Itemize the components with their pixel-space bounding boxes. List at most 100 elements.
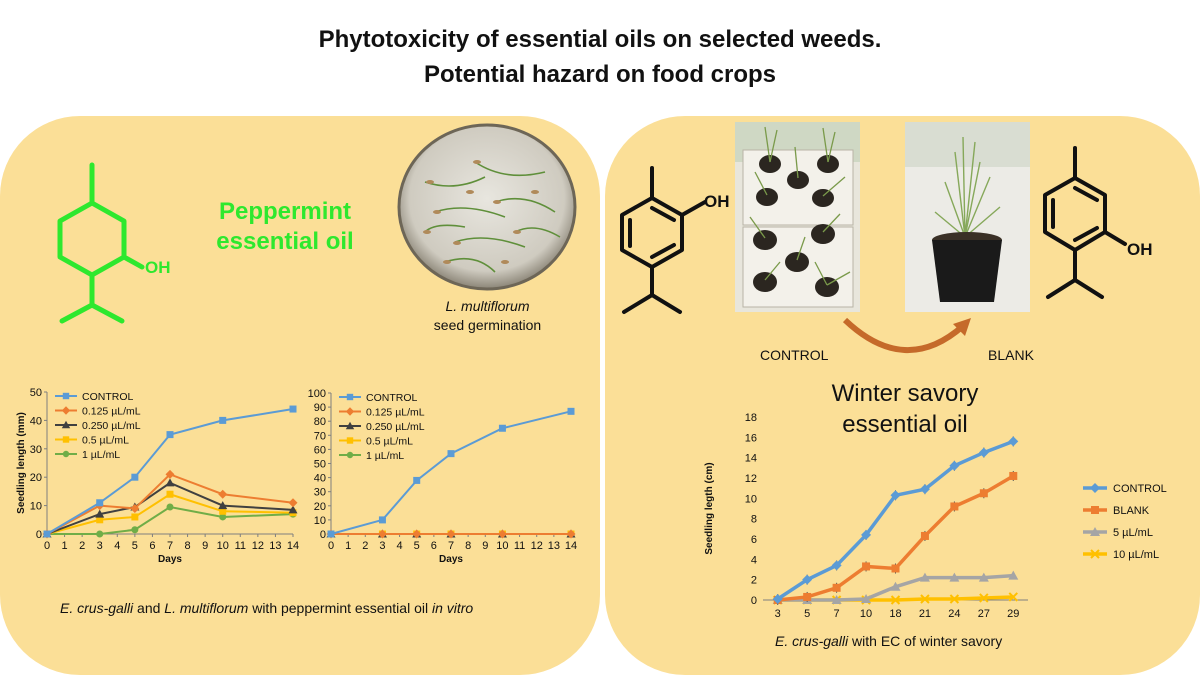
y-tick-label: 60 xyxy=(314,444,326,456)
data-point xyxy=(219,513,227,521)
data-point xyxy=(890,595,901,605)
y-tick-label: 100 xyxy=(308,388,326,400)
x-tick-label: 9 xyxy=(482,540,488,552)
y-tick-label: 10 xyxy=(314,515,326,527)
legend-marker xyxy=(62,392,70,400)
x-tick-label: 8 xyxy=(185,540,191,552)
data-point xyxy=(497,529,507,539)
x-tick-label: 1 xyxy=(62,540,68,552)
data-point xyxy=(378,516,386,524)
x-tick-label: 13 xyxy=(269,540,281,552)
legend-marker xyxy=(345,407,355,416)
x-tick-label: 24 xyxy=(948,608,960,620)
x-tick-label: 1 xyxy=(345,540,351,552)
winter-savory-title-line2: essential oil xyxy=(842,411,968,438)
data-point xyxy=(890,581,901,591)
y-tick-label: 80 xyxy=(314,416,326,428)
data-point xyxy=(498,424,506,432)
legend-marker xyxy=(346,437,354,444)
photo-caption-species: L. multiflorum xyxy=(445,298,530,314)
data-point xyxy=(1008,570,1019,580)
thymol-oh-label: OH xyxy=(1127,240,1153,259)
x-tick-label: 14 xyxy=(287,540,299,552)
data-point xyxy=(920,594,930,604)
y-tick-label: 0 xyxy=(751,595,757,607)
y-tick-label: 50 xyxy=(30,387,42,399)
x-axis-title: Days xyxy=(158,554,182,565)
legend-label: 10 µL/mL xyxy=(1113,549,1159,561)
peppermint-title-line2: essential oil xyxy=(216,228,354,255)
legend-label: 1 µL/mL xyxy=(82,449,120,461)
left-bottom-caption: E. crus-galli and L. multiflorum with pe… xyxy=(60,600,473,616)
x-tick-label: 14 xyxy=(565,540,577,552)
y-tick-label: 10 xyxy=(745,493,757,505)
y-tick-label: 40 xyxy=(314,473,326,485)
curved-arrow xyxy=(842,317,971,354)
y-tick-label: 18 xyxy=(745,412,757,424)
caption-in-vitro: in vitro xyxy=(431,600,474,616)
data-point xyxy=(978,447,989,458)
data-point xyxy=(919,572,930,582)
x-axis-title: Days xyxy=(439,554,463,565)
y-tick-label: 90 xyxy=(314,402,326,414)
x-tick-label: 7 xyxy=(448,540,454,552)
y-tick-label: 30 xyxy=(30,444,42,456)
data-point xyxy=(446,529,456,539)
data-point xyxy=(165,478,175,487)
data-point xyxy=(890,490,901,501)
data-point xyxy=(979,489,988,498)
data-point xyxy=(832,583,841,592)
data-point xyxy=(218,489,228,499)
legend-label: 5 µL/mL xyxy=(1113,527,1153,539)
legend-label: BLANK xyxy=(1113,505,1150,517)
y-tick-label: 70 xyxy=(314,430,326,442)
x-tick-label: 5 xyxy=(804,608,810,620)
data-point xyxy=(96,530,104,538)
legend-label: 0.5 µL/mL xyxy=(82,435,129,447)
x-tick-label: 6 xyxy=(431,540,437,552)
x-tick-label: 13 xyxy=(548,540,560,552)
control-label: CONTROL xyxy=(760,347,829,363)
right-caption-species: E. crus-galli xyxy=(775,633,849,649)
carvacrol-structure xyxy=(620,166,707,314)
legend-label: CONTROL xyxy=(82,391,133,403)
y-tick-label: 6 xyxy=(751,534,757,546)
data-point xyxy=(219,507,227,515)
series-line xyxy=(330,410,572,535)
x-tick-label: 18 xyxy=(889,608,901,620)
legend-label: CONTROL xyxy=(1113,483,1167,495)
legend-marker xyxy=(1091,506,1099,514)
photo-caption-text: seed germination xyxy=(433,317,542,333)
x-tick-label: 5 xyxy=(414,540,420,552)
data-point xyxy=(43,530,51,538)
y-tick-label: 50 xyxy=(314,459,326,471)
data-point xyxy=(288,498,298,508)
data-point xyxy=(166,490,174,498)
series-line xyxy=(47,505,294,535)
menthol-oh-label: OH xyxy=(145,258,171,277)
legend-label: 1 µL/mL xyxy=(366,450,404,462)
x-tick-label: 2 xyxy=(362,540,368,552)
data-point xyxy=(95,509,105,518)
x-tick-label: 7 xyxy=(834,608,840,620)
menthol-structure xyxy=(57,162,145,324)
y-tick-label: 20 xyxy=(314,501,326,513)
data-point xyxy=(950,502,959,511)
y-axis-title: Seedling length (mm) xyxy=(16,412,27,514)
data-point xyxy=(165,469,175,479)
data-point xyxy=(861,593,872,603)
thymol-structure xyxy=(1043,146,1127,299)
legend-label: CONTROL xyxy=(366,392,417,404)
data-point xyxy=(979,593,989,603)
data-point xyxy=(131,473,139,481)
data-point xyxy=(1008,436,1019,447)
data-point xyxy=(377,529,387,539)
legend-marker xyxy=(61,420,71,429)
peppermint-title-line1: Peppermint xyxy=(218,198,352,225)
legend-marker xyxy=(61,406,71,415)
data-point xyxy=(949,594,960,604)
y-axis-title: Seedling legth (cm) xyxy=(704,462,715,554)
